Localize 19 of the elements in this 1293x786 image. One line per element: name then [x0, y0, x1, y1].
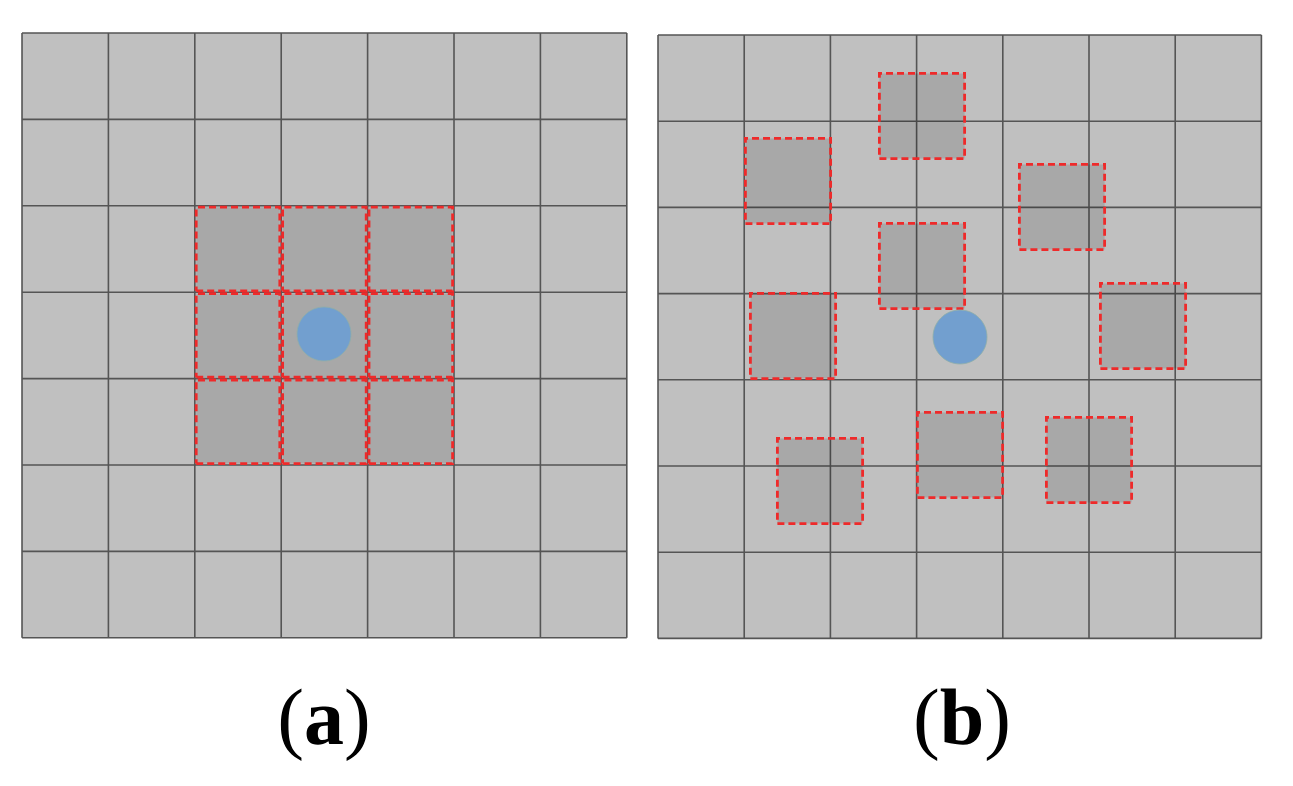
dashed-square	[281, 378, 368, 465]
dashed-square	[367, 205, 454, 293]
dashed-square	[1018, 163, 1106, 251]
dashed-square	[367, 292, 454, 379]
dashed-square	[367, 378, 454, 465]
dashed-square	[1099, 282, 1187, 370]
panel-label: (b)	[916, 688, 1008, 762]
dashed-square	[194, 205, 282, 293]
dashed-square	[194, 378, 282, 465]
dashed-square	[878, 222, 966, 310]
dashed-square	[1045, 416, 1133, 504]
dashed-square	[281, 205, 368, 293]
dashed-square	[878, 72, 966, 160]
panel-label: (a)	[280, 688, 368, 762]
dashed-square	[916, 411, 1004, 499]
dashed-square	[776, 437, 864, 525]
dashed-square	[749, 292, 837, 380]
dashed-square	[744, 137, 832, 225]
dashed-square	[194, 292, 282, 379]
